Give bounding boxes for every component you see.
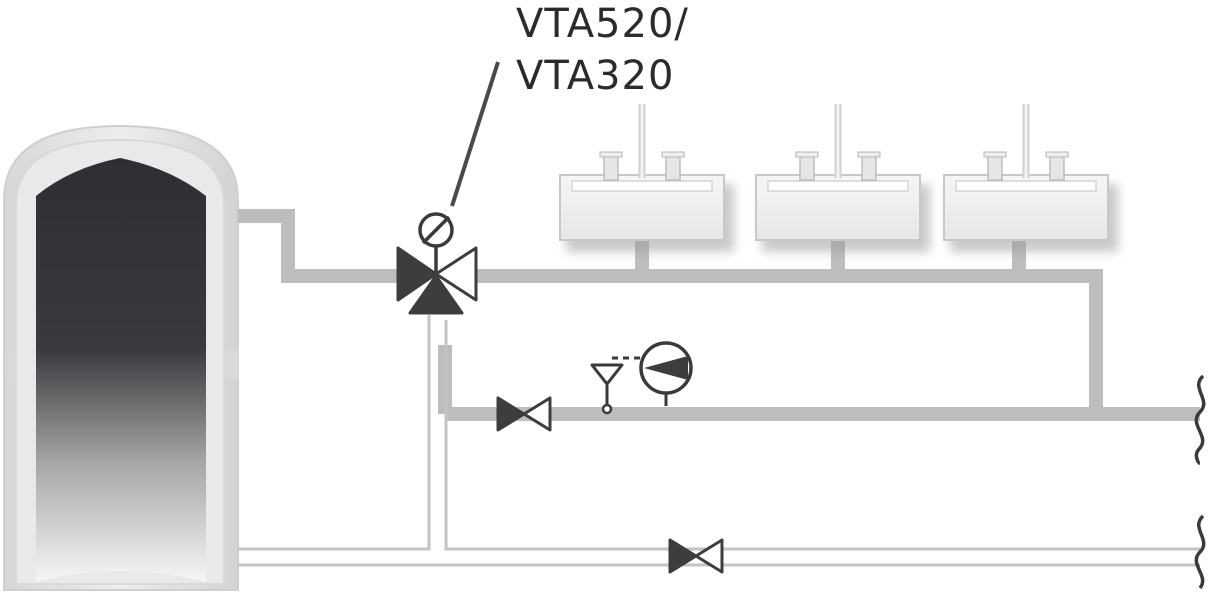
cold-valve-right-icon xyxy=(694,538,724,574)
cold-shutoff-valve[interactable] xyxy=(668,538,724,574)
three-way-valve[interactable] xyxy=(396,61,500,315)
valve-body-bottom-icon xyxy=(408,274,464,315)
sink-1 xyxy=(559,104,734,252)
return-valve-left-icon xyxy=(496,396,526,432)
circulation-pump[interactable] xyxy=(639,341,693,406)
sink-2 xyxy=(755,104,930,252)
sensor-funnel-icon xyxy=(590,363,624,386)
cold-branch-pipe xyxy=(444,320,1200,551)
valve-label-line1: VTA520/ xyxy=(516,1,689,47)
temperature-sensor xyxy=(590,356,642,415)
valve-label-line2: VTA320 xyxy=(516,53,675,99)
cold-water-pipes xyxy=(238,315,1200,567)
valve-label-leader xyxy=(450,61,500,207)
pipe-break-marks xyxy=(1194,374,1206,590)
cold-valve-left-icon xyxy=(668,538,698,574)
tank-interior xyxy=(36,158,206,582)
supply-main-pipe xyxy=(470,269,1103,412)
break-mark-upper-icon xyxy=(1194,374,1206,466)
return-shutoff-valve[interactable] xyxy=(496,396,552,432)
tank-outlet-pipe xyxy=(238,209,400,283)
break-mark-lower-icon xyxy=(1194,514,1206,590)
cold-pipe-inner xyxy=(238,315,431,551)
valve-body-left-icon xyxy=(396,246,438,302)
storage-tank xyxy=(3,124,239,591)
return-valve-right-icon xyxy=(522,396,552,432)
valve-body-right-icon xyxy=(434,246,478,302)
sink-3 xyxy=(943,104,1118,252)
